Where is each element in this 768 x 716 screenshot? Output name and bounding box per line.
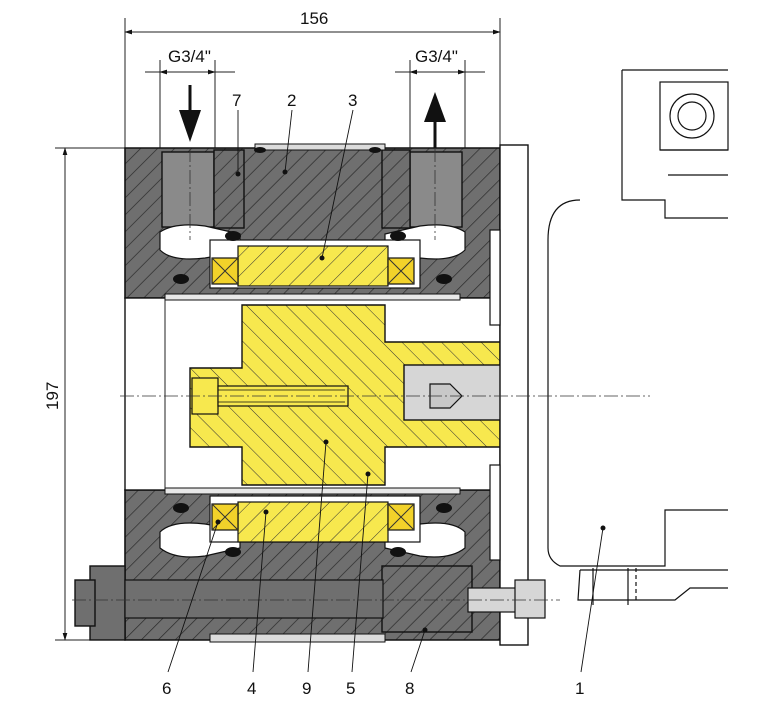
rotor-ring-lower: [237, 501, 389, 543]
shaft-coupling: [403, 144, 529, 646]
callout-7: 7: [232, 91, 241, 110]
callout-2: 2: [287, 91, 296, 110]
callout-3: 3: [348, 91, 357, 110]
callout-5: 5: [346, 679, 355, 698]
height-dimension-label: 197: [43, 382, 62, 410]
callout-6: 6: [162, 679, 171, 698]
outlet-arrow: [424, 92, 446, 148]
rotor-ring-upper: [237, 245, 389, 287]
port-left-label: G3/4": [168, 47, 211, 66]
machine-body: [547, 69, 729, 605]
clamp-bolt: [72, 565, 560, 641]
width-dimension-label: 156: [300, 9, 328, 28]
inlet-arrow: [179, 85, 201, 142]
callout-dots: [215, 169, 606, 633]
o-rings: [173, 147, 452, 557]
dimension-port-right: G3/4": [395, 47, 485, 148]
port-right-label: G3/4": [415, 47, 458, 66]
dimension-height: 197: [43, 147, 125, 641]
seal-elements: [211, 257, 415, 531]
callout-leaders: [167, 109, 604, 673]
dimension-port-left: G3/4": [145, 47, 235, 148]
callout-4: 4: [247, 679, 256, 698]
callout-8: 8: [405, 679, 414, 698]
callout-9: 9: [302, 679, 311, 698]
dimension-width: 156: [124, 9, 501, 148]
callout-1: 1: [575, 679, 584, 698]
